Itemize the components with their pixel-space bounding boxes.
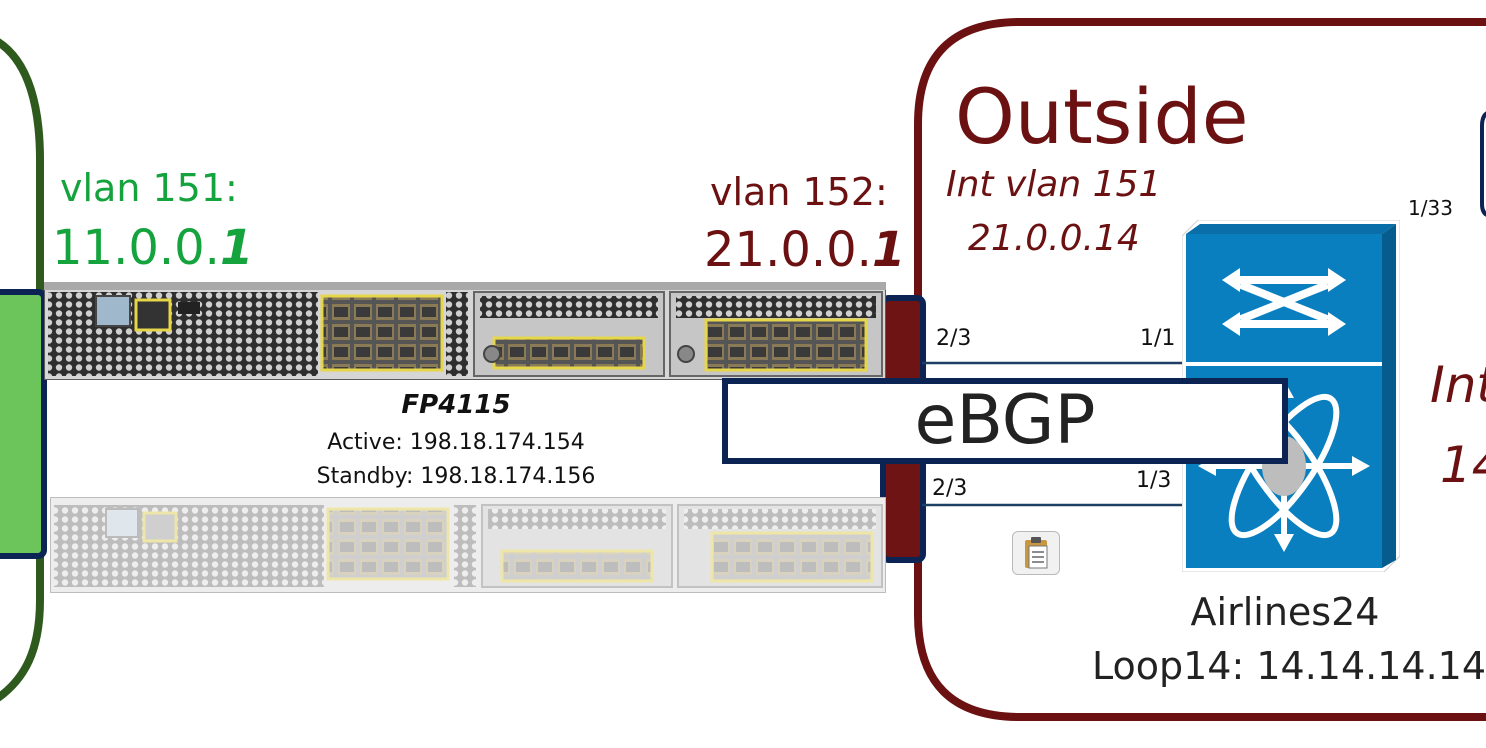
outside-int-vlan: Int vlan 151	[946, 164, 1162, 205]
outside-right-int-label: Int	[1430, 356, 1486, 414]
inside-port-block	[0, 289, 47, 559]
inside-zone-boundary	[0, 38, 44, 702]
outside-int-ip: 21.0.0.14	[968, 218, 1140, 259]
outside-vlan-label: vlan 152:	[710, 170, 888, 214]
port-label-top-left: 2/3	[936, 326, 972, 351]
outside-zone-title: Outside	[955, 72, 1249, 161]
outside-right-ip-label: 14	[1440, 436, 1486, 494]
outside-ip-suffix: 1	[871, 222, 906, 278]
port-label-bottom-left: 2/3	[932, 476, 968, 501]
firewall-active-ip: Active: 198.18.174.154	[327, 430, 585, 455]
inside-ip-suffix: 1	[219, 220, 254, 276]
port-label-bottom-right: 1/3	[1136, 468, 1172, 493]
outside-ip-prefix: 21.0.0.	[704, 222, 872, 278]
switch-name: Airlines24	[1190, 590, 1380, 634]
switch-loopback: Loop14: 14.14.14.14	[1092, 644, 1486, 688]
ebgp-session-box	[722, 378, 1288, 464]
ebgp-label: eBGP	[914, 381, 1096, 460]
port-label-top-right: 1/1	[1140, 326, 1176, 351]
inside-vlan-ip: 11.0.0.1	[52, 220, 253, 276]
firewall-standby-chassis	[50, 497, 886, 593]
firewall-active-chassis	[44, 282, 886, 380]
uplink-device-outline	[1480, 111, 1486, 217]
outside-vlan-ip: 21.0.0.1	[704, 222, 905, 278]
firewall-model: FP4115	[401, 390, 511, 420]
port-label-uplink: 1/33	[1408, 196, 1453, 220]
inside-ip-prefix: 11.0.0.	[52, 220, 220, 276]
firewall-standby-ip: Standby: 198.18.174.156	[316, 464, 596, 489]
inside-vlan-label: vlan 151:	[60, 166, 238, 210]
clipboard-icon[interactable]	[1012, 531, 1060, 575]
